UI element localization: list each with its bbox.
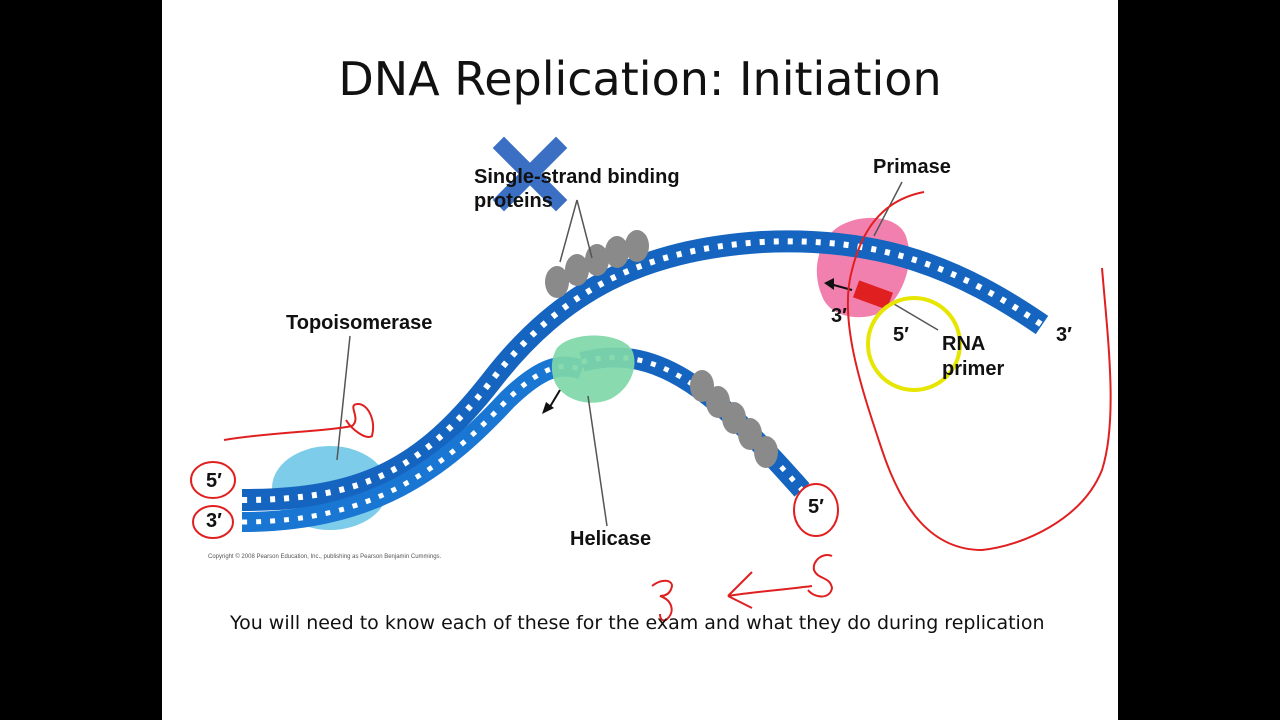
rna-primer xyxy=(853,280,893,310)
slide-caption: You will need to know each of these for … xyxy=(230,612,1045,634)
primer-3prime-label: 3′ xyxy=(831,305,847,327)
dna-upper-strand xyxy=(241,230,1049,511)
helicase-enzyme xyxy=(551,335,635,403)
primase-label: Primase xyxy=(873,156,951,178)
slide-title: DNA Replication: Initiation xyxy=(338,52,942,106)
ssb-label-line1: Single-strand binding xyxy=(474,166,680,188)
left-3prime-label: 3′ xyxy=(206,510,222,532)
ssb-proteins-lower xyxy=(690,370,778,468)
slide: DNA Replication: Initiation xyxy=(162,0,1118,720)
rna-primer-label-line2: primer xyxy=(942,358,1005,380)
primer-5prime-label: 5′ xyxy=(893,324,909,346)
helicase-label: Helicase xyxy=(570,528,652,550)
right-3prime-label: 3′ xyxy=(1056,324,1072,346)
ssb-proteins-upper xyxy=(545,230,649,298)
handwritten-annotations xyxy=(190,191,1112,622)
left-5prime-label: 5′ xyxy=(206,470,222,492)
topoisomerase-label: Topoisomerase xyxy=(286,312,433,334)
yellow-highlight-circle xyxy=(866,296,962,392)
ssb-label-line2: proteins xyxy=(474,190,553,212)
copyright-note: Copyright © 2008 Pearson Education, Inc.… xyxy=(208,554,442,560)
blue-x-mark xyxy=(492,136,568,212)
rna-primer-label-line1: RNA xyxy=(942,333,986,355)
dna-replication-figure xyxy=(190,136,1112,622)
fork-5prime-label: 5′ xyxy=(808,496,824,518)
